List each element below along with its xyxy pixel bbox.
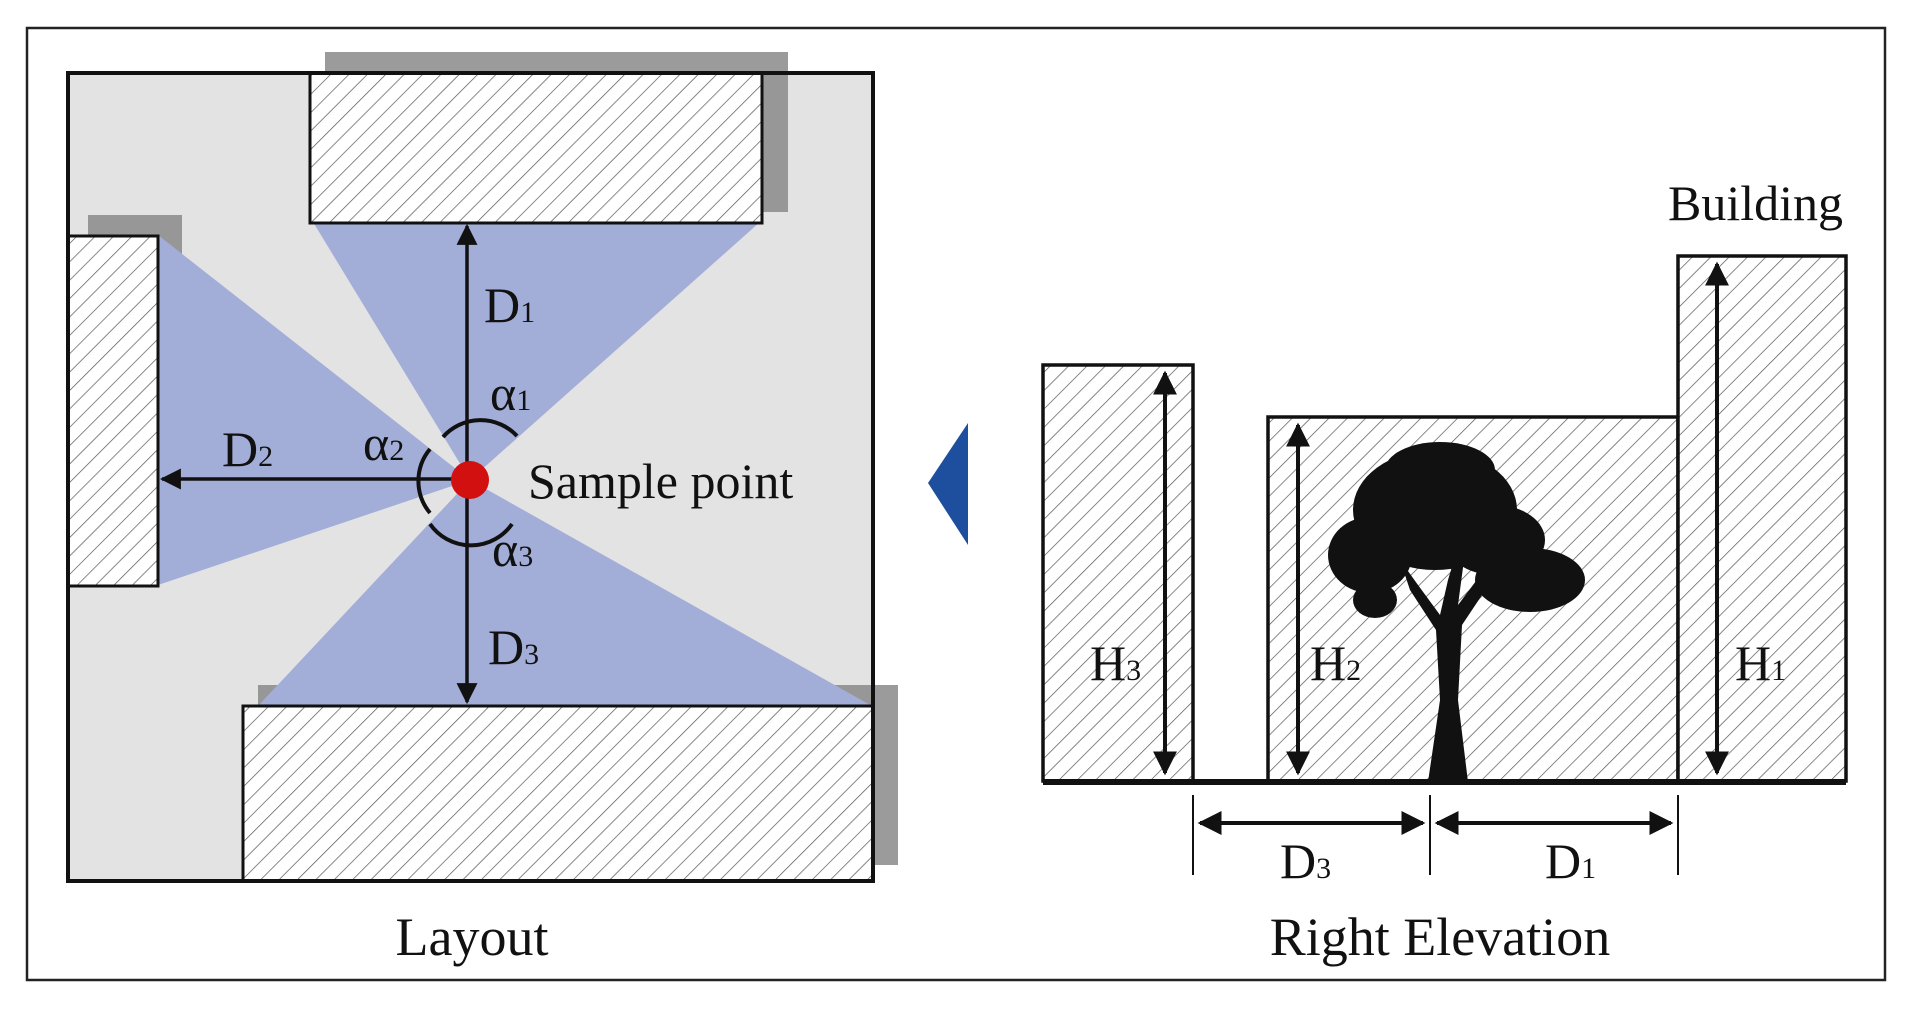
tree-crown-mid (1445, 505, 1545, 575)
label-d3: D3 (488, 619, 539, 675)
alpha3-arc (428, 522, 514, 548)
view-cone-left (158, 235, 470, 585)
tree-icon (1328, 442, 1585, 782)
view-cone-bottom (258, 480, 872, 706)
tree-crown-low-left (1353, 582, 1397, 618)
building-left (66, 234, 160, 588)
sample-point-marker (451, 461, 489, 499)
elevation-panel: H3 H2 H1 Building D3 D1 Right Elevation (1041, 175, 1848, 967)
label-alpha1: α1 (490, 365, 531, 421)
view-cone-top (313, 222, 760, 480)
tree-crown-upper (1385, 442, 1495, 498)
layout-panel: Sample point D1 D2 D3 α1 α2 α3 Layout (66, 52, 898, 967)
tree-trunk (1400, 520, 1520, 782)
tree-crown-left (1328, 517, 1412, 593)
building-label: Building (1668, 175, 1843, 231)
arrow-marker (928, 423, 968, 545)
label-alpha3: α3 (492, 521, 533, 577)
layout-caption: Layout (396, 907, 549, 967)
sample-point-label: Sample point (528, 453, 793, 509)
view-cones (158, 222, 872, 706)
alpha2-arc (416, 447, 432, 515)
label-h3: H3 (1090, 635, 1141, 691)
elevation-building-3 (1041, 363, 1195, 783)
building-bottom (241, 704, 875, 883)
label-d2: D2 (222, 421, 273, 477)
label-h2: H2 (1310, 635, 1361, 691)
elevation-building-1 (1676, 254, 1848, 783)
label-elev-d1: D1 (1545, 833, 1596, 889)
plan-outline (66, 71, 875, 883)
label-alpha2: α2 (363, 415, 404, 471)
label-h1: H1 (1735, 635, 1786, 691)
outer-frame (25, 26, 1887, 982)
elevation-caption: Right Elevation (1270, 907, 1610, 967)
alpha1-arc (441, 418, 519, 439)
building-top (308, 71, 764, 225)
label-elev-d3: D3 (1280, 833, 1331, 889)
label-d1: D1 (484, 277, 535, 333)
